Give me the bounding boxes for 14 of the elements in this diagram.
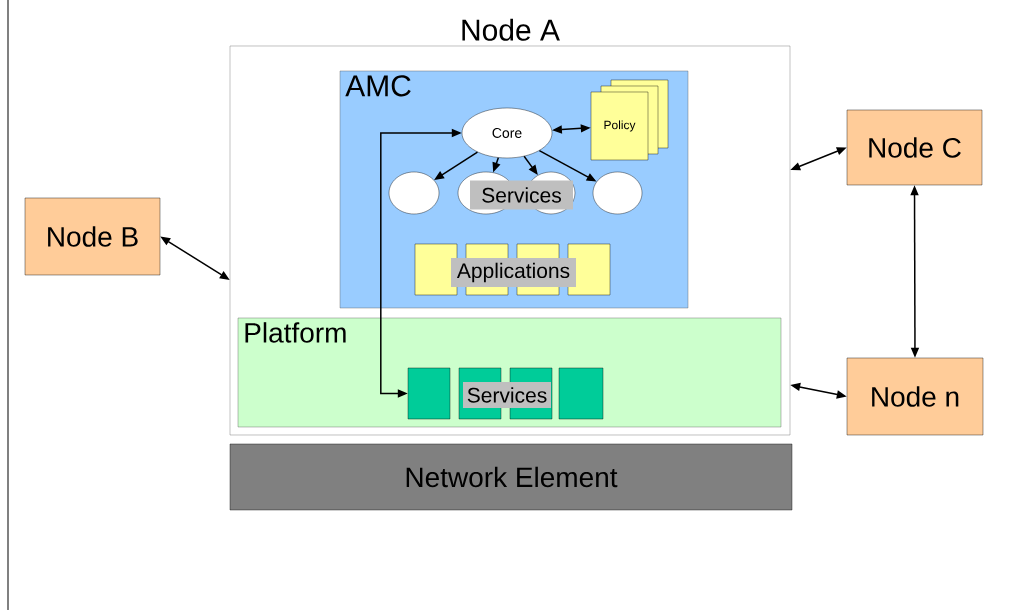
node-box: Node C	[846, 109, 983, 186]
label-box: Services	[463, 382, 551, 408]
node-box: Node n	[846, 357, 984, 436]
label-box: Applications	[451, 258, 576, 287]
network-element-bar: Network Element	[229, 443, 793, 511]
node-box: Node B	[24, 197, 161, 276]
application-box	[414, 243, 458, 296]
node-label: Node A	[462, 18, 560, 41]
service-box	[558, 367, 604, 420]
service-ellipse	[592, 171, 643, 215]
policy-stack: Policy	[590, 79, 669, 161]
services-ellipses: Services	[457, 171, 576, 215]
service-box	[407, 367, 451, 420]
service-ellipse	[388, 171, 440, 215]
